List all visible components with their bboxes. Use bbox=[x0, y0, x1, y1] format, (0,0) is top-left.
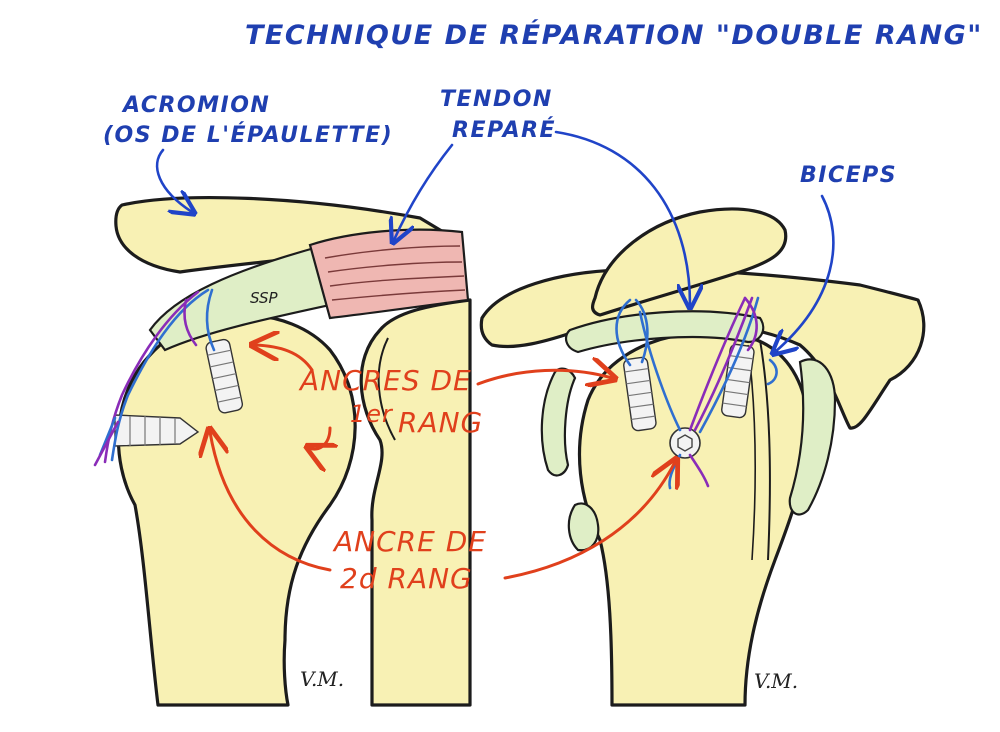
first-row-label-line3: RANG bbox=[398, 406, 483, 439]
right-acromion bbox=[591, 207, 788, 317]
tendon-label-line2: REPARÉ bbox=[452, 117, 556, 143]
biceps-label: BICEPS bbox=[800, 163, 897, 188]
left-shoulder-view: SSP bbox=[93, 196, 472, 707]
left-glenoid bbox=[359, 298, 472, 707]
second-row-arrow-left bbox=[210, 432, 332, 572]
second-row-label-line1: ANCRE DE bbox=[332, 525, 487, 558]
first-row-label-line1: ANCRES DE bbox=[298, 364, 472, 397]
first-row-arrow-right bbox=[476, 370, 612, 384]
left-second-row-anchor bbox=[114, 414, 200, 447]
right-first-row-anchor-lateral bbox=[623, 356, 657, 432]
right-humerus bbox=[577, 330, 810, 707]
acromion-arrow bbox=[155, 148, 192, 212]
tendon-label-line1: TENDON bbox=[440, 87, 553, 112]
signature-right: V.M. bbox=[754, 669, 798, 693]
first-row-label-line2: 1er bbox=[350, 400, 394, 428]
right-first-row-anchor-medial bbox=[721, 343, 755, 419]
signature-left: V.M. bbox=[300, 667, 344, 691]
ssp-label: SSP bbox=[250, 289, 279, 307]
right-second-row-anchor bbox=[669, 427, 701, 459]
tendon-arrow-left bbox=[394, 143, 454, 240]
diagram-title: TECHNIQUE DE RÉPARATION "DOUBLE RANG" bbox=[245, 19, 983, 51]
left-humeral-head bbox=[116, 313, 357, 707]
acromion-label-line1: ACROMION bbox=[121, 93, 270, 118]
right-shoulder-view bbox=[479, 207, 926, 707]
left-first-row-anchor bbox=[205, 338, 244, 414]
tendon-arrow-right bbox=[554, 130, 690, 305]
first-row-arrow-down bbox=[310, 426, 330, 449]
acromion-label-line2: (OS DE L'ÉPAULETTE) bbox=[103, 122, 393, 148]
second-row-arrow-right bbox=[503, 462, 675, 580]
first-row-arrow-left bbox=[255, 345, 314, 372]
left-supraspinatus-muscle bbox=[308, 228, 470, 320]
biceps-arrow bbox=[775, 194, 835, 352]
second-row-label-line2: 2d RANG bbox=[340, 562, 473, 595]
